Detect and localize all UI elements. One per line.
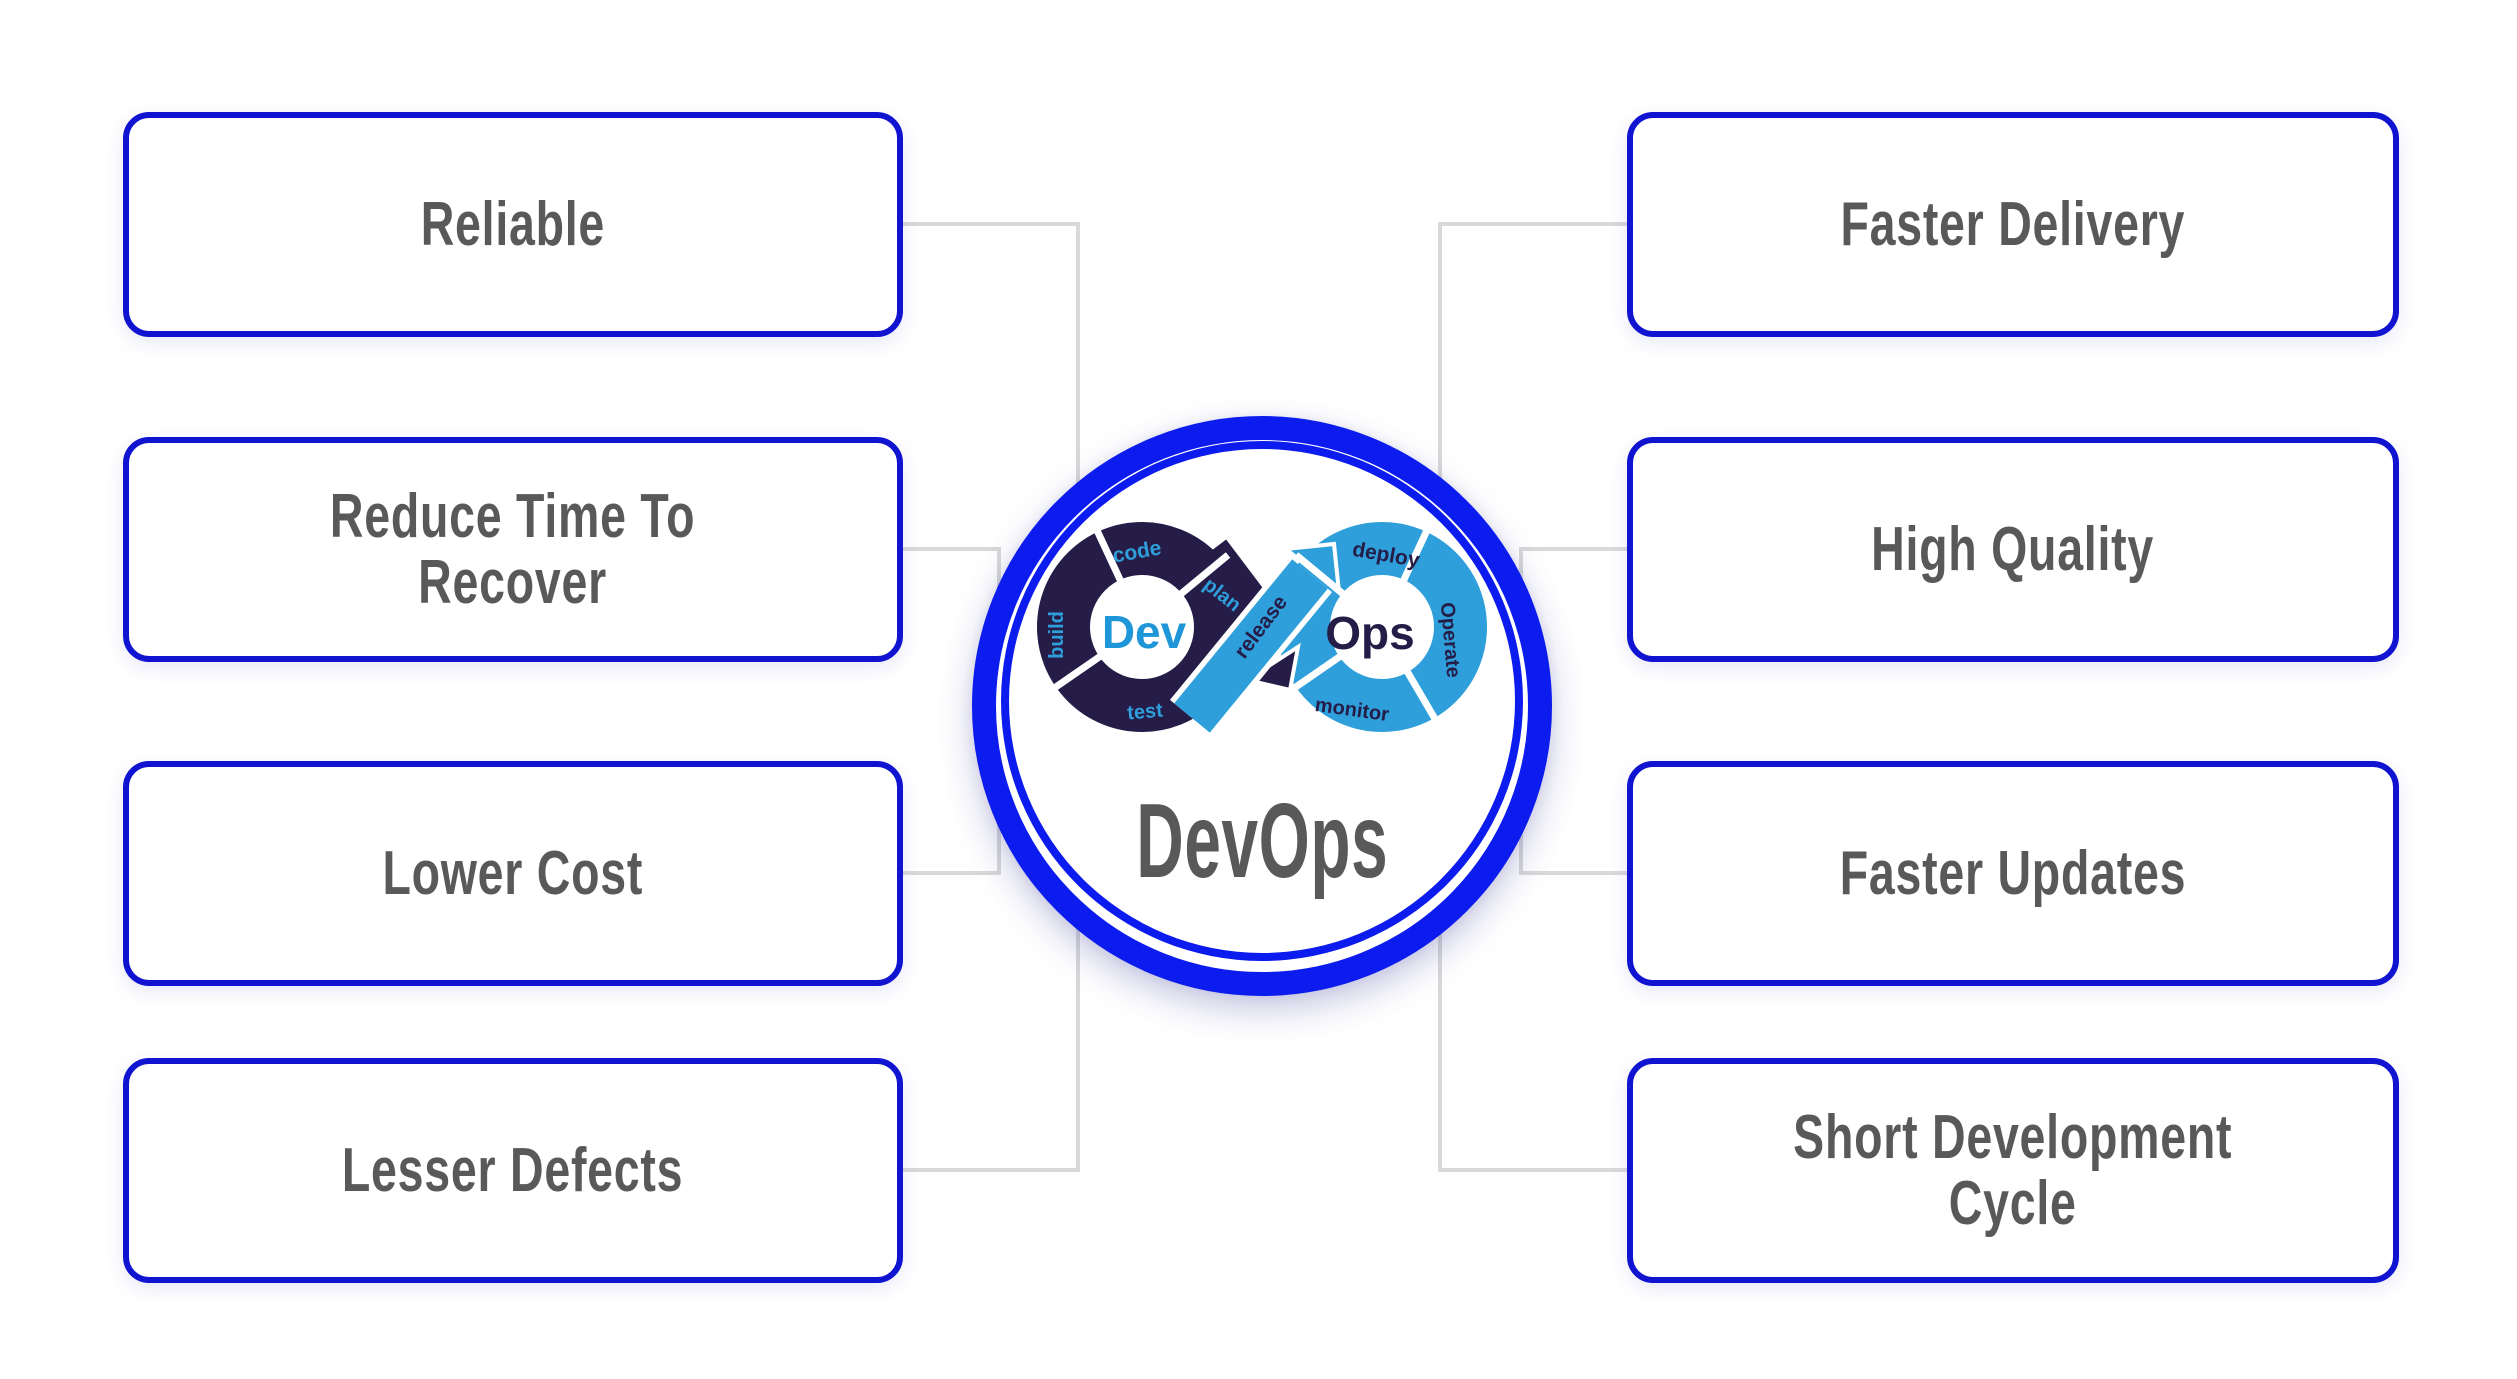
logo-dev-label: Dev [1102,606,1187,658]
logo-build-label: build [1046,611,1068,659]
benefit-card-reduce-time-to-recover: Reduce Time To Recover [123,437,903,662]
benefit-card-lesser-defects: Lesser Defects [123,1058,903,1283]
benefit-label: Reduce Time To Recover [330,481,696,617]
devops-hub-circle: Dev Ops code plan build test release dep… [972,416,1552,996]
logo-test-label: test [1126,699,1164,724]
ops-loop-ring [1277,522,1487,732]
devops-infinity-logo-icon: Dev Ops code plan build test release dep… [1037,522,1487,737]
benefit-card-faster-delivery: Faster Delivery [1627,112,2399,337]
benefit-card-short-development-cycle: Short Development Cycle [1627,1058,2399,1283]
benefit-label: Lower Cost [382,838,644,908]
logo-ops-label: Ops [1325,607,1414,659]
benefit-card-reliable: Reliable [123,112,903,337]
benefit-label: Faster Delivery [1840,189,2186,259]
hub-title: DevOps [996,788,1528,894]
benefit-card-faster-updates: Faster Updates [1627,761,2399,986]
benefit-label: High Quality [1871,514,2155,584]
benefit-card-high-quality: High Quality [1627,437,2399,662]
benefit-label: Lesser Defects [342,1135,684,1205]
benefit-label: Faster Updates [1839,838,2187,908]
benefit-label: Short Development Cycle [1793,1102,2233,1238]
dev-loop-ring [1037,522,1247,732]
benefit-label: Reliable [420,189,606,259]
hub-title-text: DevOps [1135,782,1389,900]
benefit-card-lower-cost: Lower Cost [123,761,903,986]
